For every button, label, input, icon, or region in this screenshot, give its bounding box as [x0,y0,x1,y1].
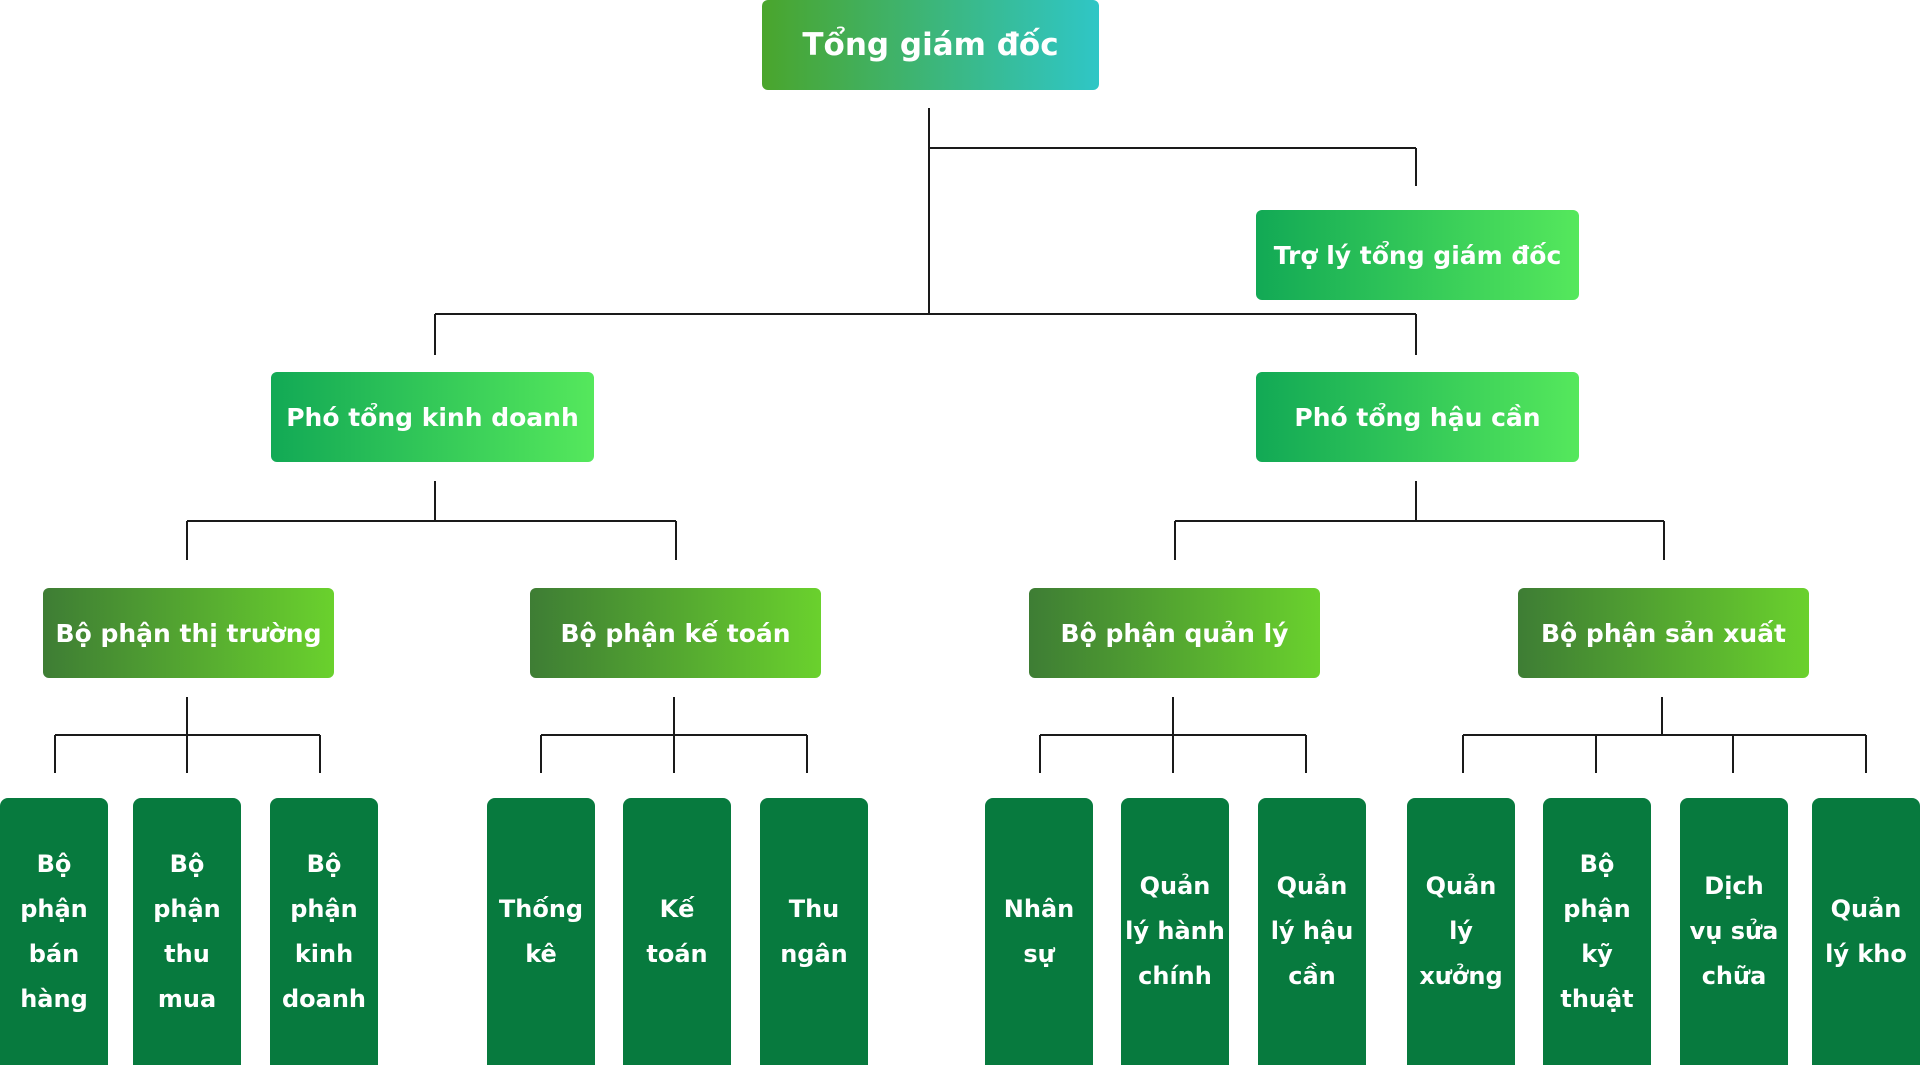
unit-purchasing: Bộ phận thu mua [133,798,241,1065]
unit-sales-label: Bộ phận bán hàng [20,849,88,1013]
unit-hr: Nhân sự [985,798,1093,1065]
unit-workshop: Quản lý xưởng [1407,798,1515,1065]
dept-market-box: Bộ phận thị trường [43,588,334,678]
vice-logistics-box: Phó tổng hậu cần [1256,372,1579,462]
ceo-label: Tổng giám đốc [802,27,1059,63]
unit-statistics: Thống kê [487,798,595,1065]
assistant-label: Trợ lý tổng giám đốc [1273,240,1562,270]
dept-market-label: Bộ phận thị trường [55,618,322,648]
unit-accounting-label: Kế toán [646,894,708,968]
vice-logistics-label: Phó tổng hậu cần [1294,402,1541,432]
unit-warehouse-label: Quản lý kho [1825,894,1907,968]
dept-production-box: Bộ phận sản xuất [1518,588,1809,678]
dept-production-label: Bộ phận sản xuất [1541,618,1786,648]
unit-warehouse: Quản lý kho [1812,798,1920,1065]
unit-purchasing-label: Bộ phận thu mua [153,849,221,1013]
unit-hr-label: Nhân sự [1003,894,1075,968]
unit-repair: Dịch vụ sửa chữa [1680,798,1788,1065]
assistant-box: Trợ lý tổng giám đốc [1256,210,1579,300]
unit-logistics: Quản lý hậu cần [1258,798,1366,1065]
unit-statistics-label: Thống kê [498,894,584,968]
unit-admin-label: Quản lý hành chính [1125,872,1225,990]
unit-cashier-label: Thu ngân [780,894,848,968]
vice-sales-box: Phó tổng kinh doanh [271,372,594,462]
dept-management-box: Bộ phận quản lý [1029,588,1320,678]
dept-management-label: Bộ phận quản lý [1060,618,1289,648]
unit-workshop-label: Quản lý xưởng [1419,872,1503,990]
unit-sales: Bộ phận bán hàng [0,798,108,1065]
unit-technical: Bộ phận kỹ thuật [1543,798,1651,1065]
vice-sales-label: Phó tổng kinh doanh [286,402,579,432]
unit-repair-label: Dịch vụ sửa chữa [1689,872,1779,990]
ceo-box: Tổng giám đốc [762,0,1099,90]
unit-logistics-label: Quản lý hậu cần [1270,872,1354,990]
unit-admin: Quản lý hành chính [1121,798,1229,1065]
unit-technical-label: Bộ phận kỹ thuật [1560,849,1634,1013]
unit-business-label: Bộ phận kinh doanh [281,849,367,1013]
unit-accounting: Kế toán [623,798,731,1065]
dept-accounting-label: Bộ phận kế toán [560,618,791,648]
unit-cashier: Thu ngân [760,798,868,1065]
unit-business: Bộ phận kinh doanh [270,798,378,1065]
dept-accounting-box: Bộ phận kế toán [530,588,821,678]
